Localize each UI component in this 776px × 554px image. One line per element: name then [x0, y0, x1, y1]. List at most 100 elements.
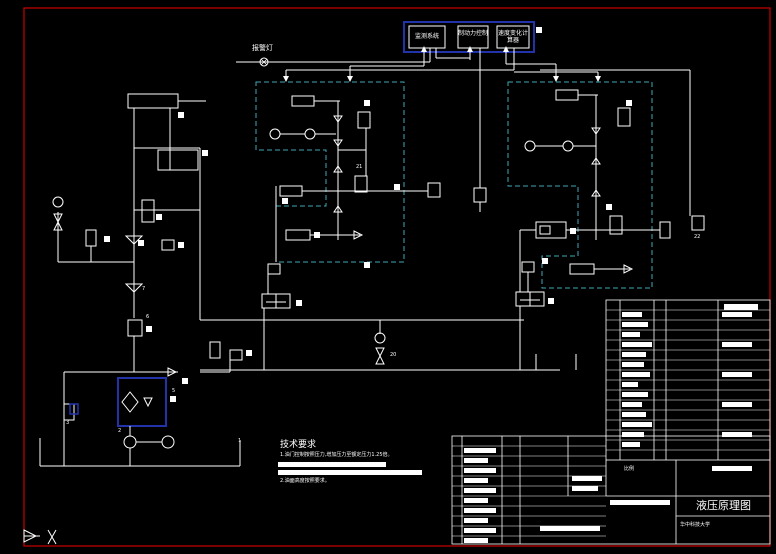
part-number-7: 7 [142, 286, 146, 292]
title-entry [464, 498, 488, 503]
part-tag [282, 198, 288, 204]
alarm-lamp-label: 报警灯 [252, 44, 273, 52]
sensor-box-left [473, 187, 487, 203]
lamp-cross-icon [260, 58, 268, 66]
notes-line-3: 2.油面高度按照要求。 [280, 478, 330, 484]
speed-computer-box [496, 25, 530, 49]
drawing-border [23, 7, 771, 547]
parts-entry [622, 362, 644, 367]
signal-arrows [283, 46, 601, 82]
parts-entry [622, 442, 640, 447]
part-number-4: 4 [170, 396, 174, 402]
part-number-5: 5 [172, 388, 176, 394]
part-tag [138, 240, 144, 246]
alarm-lamp-icon [259, 57, 269, 67]
title-entry [712, 466, 752, 471]
part-tag [548, 298, 554, 304]
brake-controller-box [457, 25, 489, 49]
brake-controller-label: 制动力控制 [458, 30, 489, 37]
title-entry [464, 458, 488, 463]
part-tag [246, 350, 252, 356]
monitor-system-box [408, 25, 446, 49]
speed-computer-label: 速度变化计算器 [497, 30, 528, 44]
notes-line-1: 1.油门控制按照压力,增加压力至额定压力1.25倍。 [280, 452, 393, 458]
parts-entry [622, 392, 648, 397]
relief-valve-icon [63, 403, 75, 421]
parts-entry [722, 432, 752, 437]
parts-entry [622, 322, 648, 327]
part-tag [626, 100, 632, 106]
part-number-3: 3 [66, 420, 70, 426]
parts-entry [622, 312, 642, 317]
notes-line-highlight [278, 470, 422, 475]
tank-outline [39, 426, 241, 467]
valve-group-right-dashed [507, 81, 653, 289]
relief-highlight [69, 403, 79, 415]
drawing-title: 液压原理图 [696, 499, 751, 512]
pressure-gauge-icon [374, 332, 386, 344]
scale-label: 比例 [624, 466, 635, 472]
part-tag [178, 242, 184, 248]
part-tag [364, 262, 370, 268]
title-entry [572, 486, 598, 491]
part-tag [156, 214, 162, 220]
part-number-1: 1 [238, 438, 242, 444]
title-block-entries [464, 448, 752, 543]
parts-entry [722, 312, 752, 317]
parts-entry [622, 342, 652, 347]
check-valve-icon [143, 397, 153, 408]
parts-entry [622, 372, 650, 377]
left-group-components [269, 95, 441, 262]
title-entry [464, 538, 488, 543]
part-tag [178, 112, 184, 118]
title-block-grid [451, 435, 771, 545]
pressure-switch-icon [229, 349, 243, 361]
part-number-6: 6 [146, 314, 150, 320]
right-group-components [519, 89, 671, 292]
parts-entry [622, 422, 652, 427]
title-entry [572, 476, 602, 481]
part-tag [296, 300, 302, 306]
part-tag [542, 258, 548, 264]
accumulator-icon [209, 341, 221, 359]
part-tag [394, 184, 400, 190]
title-entry [464, 468, 496, 473]
parts-entry [622, 412, 646, 417]
part-tag [146, 326, 152, 332]
part-tag [182, 378, 188, 384]
axis-x-icon [47, 529, 57, 545]
parts-entry [722, 402, 752, 407]
part-tag [314, 232, 320, 238]
title-entry [464, 508, 496, 513]
left-supply-circuit [52, 147, 524, 466]
valve-icon [375, 347, 385, 358]
title-entry [464, 518, 488, 523]
filter-icon [121, 391, 139, 413]
org-label: 华中科技大学 [680, 522, 711, 528]
parts-entry [722, 372, 752, 377]
notes-line-highlight [278, 462, 386, 467]
part-number-21: 21 [356, 164, 363, 170]
origin-arrow-icon [23, 529, 38, 543]
parts-entry [622, 332, 640, 337]
title-entry [464, 488, 496, 493]
small-tag [536, 27, 542, 33]
part-tag [202, 150, 208, 156]
parts-list-rows [606, 309, 770, 451]
filter-highlight-box [117, 377, 167, 427]
parts-entry [622, 352, 646, 357]
title-entry [610, 500, 670, 505]
parts-list-entries [622, 304, 758, 447]
part-tag [104, 236, 110, 242]
parts-entry [724, 304, 758, 310]
valve-icon [375, 354, 385, 365]
pressure-switch-icon [161, 239, 175, 251]
part-tag [364, 100, 370, 106]
part-tag [606, 204, 612, 210]
parts-entry [722, 342, 752, 347]
part-number-22: 22 [694, 234, 701, 240]
part-tag [170, 396, 176, 402]
part-number-2: 2 [118, 428, 122, 434]
part-number-20: 20 [390, 352, 397, 358]
